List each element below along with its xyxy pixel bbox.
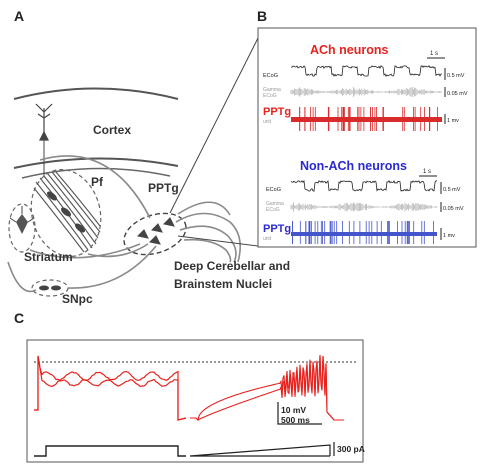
nonach-gamma-trace: [290, 202, 437, 212]
zoom-line-top: [169, 37, 259, 214]
nonach-unit-label: unit: [263, 236, 272, 242]
ach-pptg-label: PPTg: [263, 106, 291, 118]
ach-unit-spikes: [299, 107, 439, 131]
ramp-current-command: [189, 444, 331, 457]
nonach-gamma-label2: ECoG: [266, 207, 280, 213]
nonach-time-scale: 1 s: [423, 169, 431, 175]
nonach-title: Non-ACh neurons: [300, 159, 407, 173]
nonach-gamma-scale: 0.05 mV: [443, 206, 464, 212]
ach-unit-baseline: [291, 117, 442, 122]
step-voltage-trace-1: [34, 355, 187, 421]
white-matter-arc: [21, 167, 171, 179]
pptg-nucleus: [123, 212, 187, 256]
ach-time-scale: 1 s: [430, 51, 438, 57]
cortex-lower-arc: [13, 157, 179, 169]
panel-a-label: A: [14, 8, 24, 24]
striatum-nucleus: [8, 203, 36, 253]
ach-ecog-scale: 0.5 mV: [447, 73, 465, 79]
snpc-label: SNpc: [62, 292, 93, 306]
nonach-ecog-label: ECoG: [266, 187, 281, 193]
nonach-recording: Non-ACh neurons 1 s ECoG 0.5 mV Gamma EC…: [263, 159, 464, 244]
nonach-ecog-trace: [290, 179, 437, 192]
ach-gamma-label1: Gamma: [263, 87, 281, 93]
panel-c-label: C: [14, 310, 24, 326]
nonach-unit-scale: 1 mv: [443, 233, 455, 239]
ach-gamma-label2: ECoG: [263, 93, 277, 99]
step-current-command: [34, 445, 186, 457]
striatum-label: Striatum: [24, 250, 73, 264]
scale-mv: 10 mV: [281, 405, 306, 415]
panel-b-label: B: [257, 8, 267, 24]
pf-label: Pf: [91, 175, 104, 189]
deep-nuclei-label-line2: Brainstem Nuclei: [174, 277, 272, 291]
voltage-time-scalebar: [277, 402, 322, 425]
panel-a-diagram: Cortex Pf PPTg Striatum SNpc Deep Cerebe…: [7, 37, 290, 306]
scale-ms: 500 ms: [281, 415, 310, 425]
panel-c-frame: [26, 339, 364, 463]
ach-ecog-trace: [290, 65, 442, 77]
cortical-neuron: [35, 103, 53, 176]
ach-gamma-trace: [290, 87, 442, 97]
cortex-surface-arc: [13, 87, 179, 100]
whole-cell-recording: 10 mV 500 ms 300 pA: [34, 354, 365, 457]
nonach-pptg-label: PPTg: [263, 223, 291, 235]
nonach-ecog-scale: 0.5 mV: [443, 187, 461, 193]
nonach-gamma-label1: Gamma: [266, 201, 284, 207]
panel-b-frame: [257, 27, 477, 248]
ach-recording: ACh neurons 1 s ECoG 0.5 mV Gamma ECoG 0…: [263, 43, 468, 131]
step-voltage-trace-2: [34, 355, 187, 421]
deep-nuclei-label-line1: Deep Cerebellar and: [174, 259, 290, 273]
scale-pa: 300 pA: [337, 444, 365, 454]
ramp-voltage-trace-1: [190, 354, 344, 422]
nonach-unit-spikes: [291, 221, 435, 244]
nonach-unit-baseline: [291, 232, 437, 236]
ach-ecog-label: ECoG: [263, 73, 278, 79]
projection-fibers: [7, 155, 241, 293]
ach-unit-label: unit: [263, 119, 272, 125]
pf-nucleus: [30, 168, 102, 258]
zoom-line-bottom: [177, 235, 259, 247]
ramp-voltage-trace-2: [190, 355, 344, 421]
cortex-label: Cortex: [93, 123, 131, 137]
ach-gamma-scale: 0.05 mV: [447, 91, 468, 97]
ach-title: ACh neurons: [310, 43, 389, 57]
ach-unit-scale: 1 mv: [447, 118, 459, 124]
pptg-label: PPTg: [148, 181, 179, 195]
